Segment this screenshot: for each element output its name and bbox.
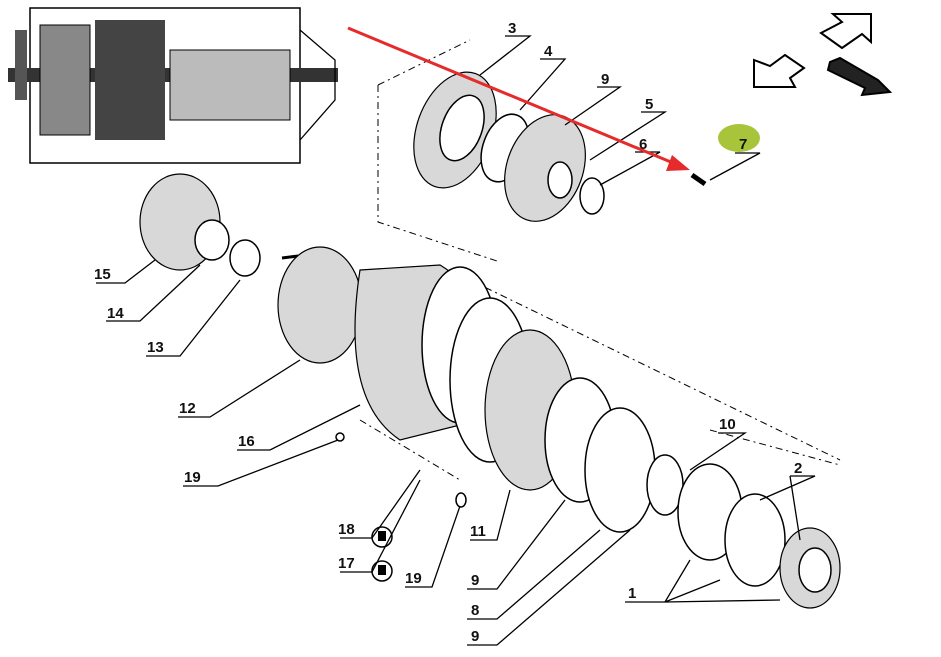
- arrow-down-right-icon[interactable]: [826, 56, 893, 97]
- callout-15[interactable]: 15: [94, 266, 111, 283]
- callout-9-bottom[interactable]: 9: [471, 628, 479, 645]
- callout-1[interactable]: 1: [628, 585, 636, 602]
- callout-7[interactable]: 7: [739, 136, 747, 153]
- red-pointer-arrow: [347, 26, 690, 171]
- callout-8[interactable]: 8: [471, 602, 479, 619]
- callout-13[interactable]: 13: [147, 339, 164, 356]
- part-17-icon: [371, 560, 393, 582]
- callout-6[interactable]: 6: [639, 136, 647, 153]
- callout-19-lower[interactable]: 19: [405, 570, 422, 587]
- callout-17[interactable]: 17: [338, 555, 355, 572]
- arrow-up-right-icon[interactable]: [819, 13, 872, 50]
- callout-5[interactable]: 5: [645, 96, 653, 113]
- callout-12[interactable]: 12: [179, 400, 196, 417]
- arrow-down-left-icon[interactable]: [753, 53, 806, 88]
- transmission-thumbnail: [8, 7, 338, 164]
- callout-18[interactable]: 18: [338, 521, 355, 538]
- callout-19[interactable]: 19: [184, 469, 201, 486]
- callout-4[interactable]: 4: [544, 43, 553, 60]
- callout-2[interactable]: 2: [794, 460, 802, 477]
- callout-11[interactable]: 11: [470, 523, 486, 540]
- callout-7-highlight: [718, 124, 760, 152]
- callout-10[interactable]: 10: [719, 416, 736, 433]
- leader-lines: [96, 35, 816, 646]
- callout-16[interactable]: 16: [238, 433, 255, 450]
- callout-14[interactable]: 14: [107, 305, 124, 322]
- part-18-icon: [371, 526, 393, 548]
- callout-9[interactable]: 9: [601, 71, 609, 88]
- callout-9-lower[interactable]: 9: [471, 572, 479, 589]
- callout-3[interactable]: 3: [508, 20, 516, 37]
